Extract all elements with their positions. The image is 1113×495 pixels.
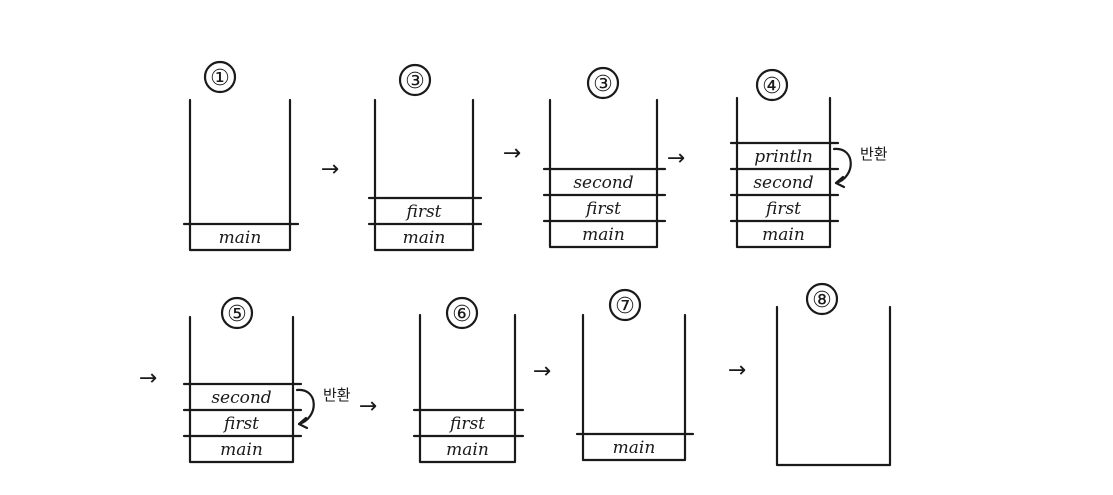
transition-arrow-icon: → xyxy=(533,359,551,384)
step-circle xyxy=(586,66,620,100)
transition-arrow-icon: → xyxy=(139,366,157,391)
stack-container xyxy=(581,313,687,462)
stack-stage-1: ① main xyxy=(182,60,300,252)
stack-frame-main: main xyxy=(582,225,625,245)
stack-stage-7: ⑦ main xyxy=(575,288,695,462)
transition-arrow-icon: → xyxy=(321,157,339,182)
stack-container xyxy=(548,98,659,249)
stack-stage-5: ⑤ second first main 반환 xyxy=(182,296,351,464)
step-circle xyxy=(203,60,237,94)
stack-frame-main: main xyxy=(762,225,805,245)
stack-frame-first: first xyxy=(448,414,485,434)
transition-arrow-icon: → xyxy=(728,358,746,383)
stack-frame-println: println xyxy=(754,147,813,167)
stack-frame-second: second xyxy=(211,388,271,408)
return-arrowhead-icon xyxy=(834,175,846,189)
stack-frame-first: first xyxy=(222,414,259,434)
stack-frame-main: main xyxy=(220,440,263,460)
stack-frame-first: first xyxy=(404,202,441,222)
step-circle xyxy=(445,296,479,330)
step-number: ⑥ xyxy=(452,302,472,327)
stack-stage-3: ③ second first main xyxy=(542,66,667,249)
stack-container xyxy=(418,313,517,464)
return-arrow-icon xyxy=(832,147,852,185)
step-circle xyxy=(805,282,839,316)
stack-frame-main: main xyxy=(613,438,656,458)
step-number: ① xyxy=(210,66,230,91)
return-arrow-icon xyxy=(295,388,315,426)
step-circle xyxy=(755,68,789,102)
stack-container xyxy=(775,305,892,467)
transition-arrow-icon: → xyxy=(667,146,685,171)
stack-frame-second: second xyxy=(753,173,813,193)
return-note: 반환 xyxy=(323,386,351,404)
step-number: ⑧ xyxy=(812,288,832,313)
step-number: ⑤ xyxy=(227,302,247,327)
stack-frame-main: main xyxy=(219,228,262,248)
stack-container xyxy=(188,98,292,252)
stack-container xyxy=(188,315,295,464)
stack-container xyxy=(735,96,832,249)
stack-stage-6: ⑥ first main xyxy=(412,296,525,464)
stack-stage-8: ⑧ xyxy=(775,282,892,467)
stack-frame-first: first xyxy=(584,199,621,219)
step-number: ⑦ xyxy=(615,294,635,319)
step-number: ③ xyxy=(593,72,613,97)
stack-frame-second: second xyxy=(573,173,633,193)
step-number: ④ xyxy=(762,74,782,99)
step-circle xyxy=(398,63,432,97)
step-number: ③ xyxy=(405,69,425,94)
stack-frame-main: main xyxy=(403,228,446,248)
stack-stage-2: ③ first main xyxy=(367,63,483,252)
stack-container xyxy=(373,98,475,252)
stack-stage-4: ④ println second first main 반환 xyxy=(729,68,888,249)
step-circle xyxy=(220,296,254,330)
return-note: 반환 xyxy=(860,145,888,163)
transition-arrow-icon: → xyxy=(359,394,377,419)
stack-frame-first: first xyxy=(764,199,801,219)
step-circle xyxy=(608,288,642,322)
return-arrowhead-icon xyxy=(297,416,309,430)
stack-frame-main: main xyxy=(446,440,489,460)
transition-arrow-icon: → xyxy=(503,141,521,166)
